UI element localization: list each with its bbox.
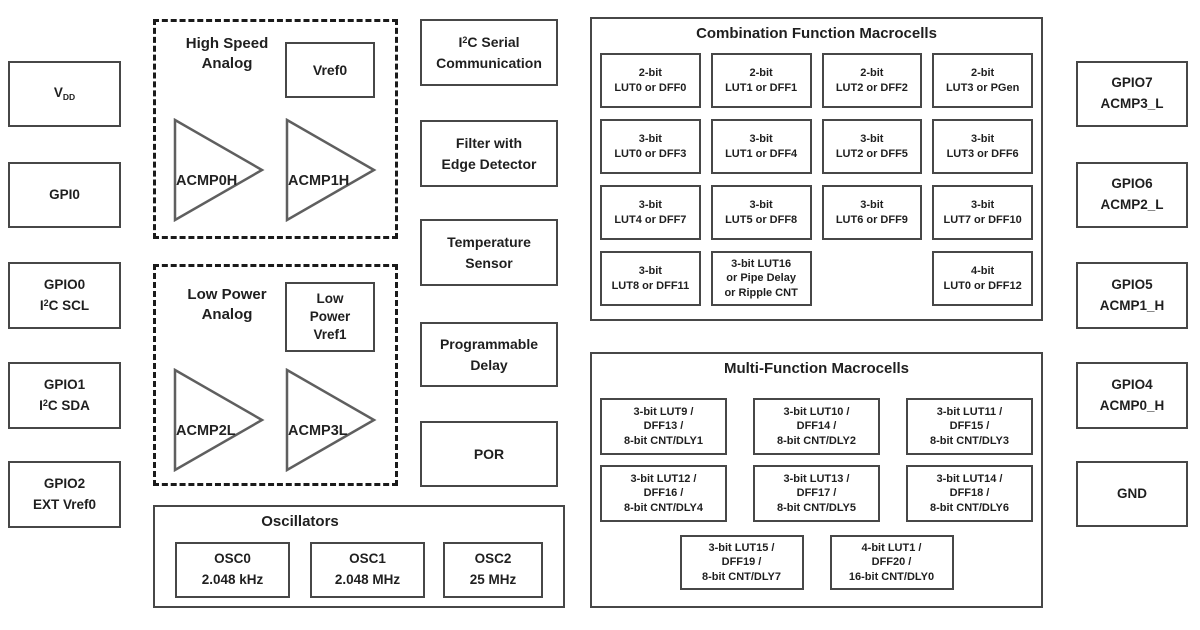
macrocell-lut8-dff11: 3-bit LUT8 or DFF11 (600, 251, 701, 306)
macrocell-lut11-dff15-cntdly3: 3-bit LUT11 / DFF15 / 8-bit CNT/DLY3 (906, 398, 1033, 455)
multi-function-bottom-row: 3-bit LUT15 / DFF19 / 8-bit CNT/DLY7 4-b… (592, 535, 1041, 590)
pin-gpio4-label: GPIO4 ACMP0_H (1099, 376, 1165, 413)
macrocell-lut1-dff4: 3-bit LUT1 or DFF4 (710, 119, 812, 174)
multi-function-macrocell-grid: 3-bit LUT9 / DFF13 / 8-bit CNT/DLY1 3-bi… (600, 398, 1033, 522)
low-power-vref1-label: Low Power Vref1 (309, 290, 351, 343)
acmp3l-label: ACMP3L (288, 423, 348, 439)
pin-gpio1-i2c-label: I2C SDA (39, 397, 90, 413)
acmp1h-comparator-triangle: ACMP1H (285, 118, 377, 222)
macrocell-lut1-dff1: 2-bit LUT1 or DFF1 (710, 53, 812, 108)
macrocell-lut4-dff7: 3-bit LUT4 or DFF7 (600, 185, 701, 240)
pin-gpio7: GPIO7 ACMP3_L (1076, 61, 1188, 127)
pin-gpio4: GPIO4 ACMP0_H (1076, 362, 1188, 429)
acmp3l-comparator-triangle: ACMP3L (285, 368, 377, 472)
osc2-label: OSC2 25 MHz (469, 551, 517, 587)
pin-gpio1-label: GPIO1 (43, 376, 86, 392)
pin-gpio6: GPIO6 ACMP2_L (1076, 162, 1188, 228)
pin-vdd: VDD (8, 61, 121, 127)
acmp2l-comparator-triangle: ACMP2L (173, 368, 265, 472)
pin-gpi0: GPI0 (8, 162, 121, 228)
macrocell-lut6-dff9: 3-bit LUT6 or DFF9 (821, 185, 923, 240)
acmp0h-comparator-triangle: ACMP0H (173, 118, 265, 222)
filter-edge-detector-block: Filter with Edge Detector (420, 120, 558, 187)
pin-gpio0-label: GPIO0 (43, 276, 86, 292)
pin-vdd-label: VDD (53, 85, 76, 103)
macrocell-lut3-dff6: 3-bit LUT3 or DFF6 (932, 119, 1033, 174)
macrocell-lut9-dff13-cntdly1: 3-bit LUT9 / DFF13 / 8-bit CNT/DLY1 (600, 398, 727, 455)
vref0-box: Vref0 (285, 42, 375, 98)
macrocell-lut16-pipe-delay: 3-bit LUT16 or Pipe Delay or Ripple CNT (710, 251, 812, 306)
programmable-delay-label: Programmable Delay (439, 336, 539, 373)
macrocell-lut0-dff0: 2-bit LUT0 or DFF0 (600, 53, 701, 108)
pin-gpio2-label: GPIO2 EXT Vref0 (32, 475, 97, 512)
macrocell-lut13-dff17-cntdly5: 3-bit LUT13 / DFF17 / 8-bit CNT/DLY5 (753, 465, 880, 522)
high-speed-analog-title: High Speed Analog (185, 35, 269, 73)
macrocell-lut2-dff2: 2-bit LUT2 or DFF2 (821, 53, 923, 108)
macrocell-lut5-dff8: 3-bit LUT5 or DFF8 (710, 185, 812, 240)
temperature-sensor-label: Temperature Sensor (447, 234, 531, 271)
pin-gnd: GND (1076, 461, 1188, 527)
temperature-sensor-block: Temperature Sensor (420, 219, 558, 286)
pin-gpio2: GPIO2 EXT Vref0 (8, 461, 121, 528)
osc0-box: OSC0 2.048 kHz (175, 542, 290, 598)
macrocell-lut0-dff3: 3-bit LUT0 or DFF3 (600, 119, 701, 174)
acmp2l-label: ACMP2L (176, 423, 236, 439)
macrocell-4bit-lut0-dff12: 4-bit LUT0 or DFF12 (932, 251, 1033, 306)
pin-gpio5: GPIO5 ACMP1_H (1076, 262, 1188, 329)
low-power-vref1-box: Low Power Vref1 (285, 282, 375, 352)
oscillators-section: Oscillators OSC0 2.048 kHz OSC1 2.048 MH… (153, 505, 565, 608)
macrocell-lut14-dff18-cntdly6: 3-bit LUT14 / DFF18 / 8-bit CNT/DLY6 (906, 465, 1033, 522)
high-speed-analog-block: High Speed Analog Vref0 ACMP0H ACMP1H (153, 19, 398, 239)
pin-gpio7-label: GPIO7 ACMP3_L (1100, 75, 1164, 111)
acmp1h-label: ACMP1H (288, 173, 349, 189)
filter-edge-detector-label: Filter with Edge Detector (441, 135, 537, 172)
low-power-analog-title: Low Power Analog (187, 286, 267, 324)
low-power-analog-block: Low Power Analog Low Power Vref1 ACMP2L … (153, 264, 398, 486)
combination-macrocell-grid: 2-bit LUT0 or DFF0 2-bit LUT1 or DFF1 2-… (600, 53, 1033, 306)
por-block: POR (420, 421, 558, 487)
combination-function-macrocells-title: Combination Function Macrocells (696, 25, 937, 42)
oscillators-title: Oscillators (261, 513, 339, 530)
i2c-serial-communication-block: I2C Serial Communication (420, 19, 558, 86)
por-label: POR (473, 445, 505, 462)
osc1-box: OSC1 2.048 MHz (310, 542, 425, 598)
i2c-serial-line2: Communication (436, 54, 542, 71)
macrocell-lut10-dff14-cntdly2: 3-bit LUT10 / DFF14 / 8-bit CNT/DLY2 (753, 398, 880, 455)
vref0-label: Vref0 (312, 62, 348, 78)
multi-function-macrocells-title: Multi-Function Macrocells (723, 360, 909, 377)
pin-gpio0: GPIO0 I2C SCL (8, 262, 121, 329)
osc1-label: OSC1 2.048 MHz (334, 551, 401, 587)
macrocell-lut3-pgen: 2-bit LUT3 or PGen (932, 53, 1033, 108)
pin-gpi0-label: GPI0 (49, 186, 80, 202)
programmable-delay-block: Programmable Delay (420, 322, 558, 387)
macrocell-lut15-dff19-cntdly7: 3-bit LUT15 / DFF19 / 8-bit CNT/DLY7 (679, 535, 804, 590)
macrocell-lut2-dff5: 3-bit LUT2 or DFF5 (821, 119, 923, 174)
multi-function-macrocells-section: Multi-Function Macrocells 3-bit LUT9 / D… (590, 352, 1043, 608)
osc0-label: OSC0 2.048 kHz (201, 551, 264, 587)
pin-gnd-label: GND (1117, 485, 1147, 501)
combination-function-macrocells-section: Combination Function Macrocells 2-bit LU… (590, 17, 1043, 321)
pin-gpio5-label: GPIO5 ACMP1_H (1099, 276, 1165, 313)
acmp0h-label: ACMP0H (176, 173, 237, 189)
pin-gpio6-label: GPIO6 ACMP2_L (1100, 176, 1164, 212)
macrocell-lut12-dff16-cntdly4: 3-bit LUT12 / DFF16 / 8-bit CNT/DLY4 (600, 465, 727, 522)
i2c-serial-line1: I2C Serial (458, 34, 520, 51)
macrocell-lut7-dff10: 3-bit LUT7 or DFF10 (932, 185, 1033, 240)
pin-gpio0-i2c-label: I2C SCL (39, 297, 90, 313)
osc2-box: OSC2 25 MHz (443, 542, 543, 598)
macrocell-4bit-lut1-dff20-cntdly0: 4-bit LUT1 / DFF20 / 16-bit CNT/DLY0 (829, 535, 954, 590)
pin-gpio1: GPIO1 I2C SDA (8, 362, 121, 429)
